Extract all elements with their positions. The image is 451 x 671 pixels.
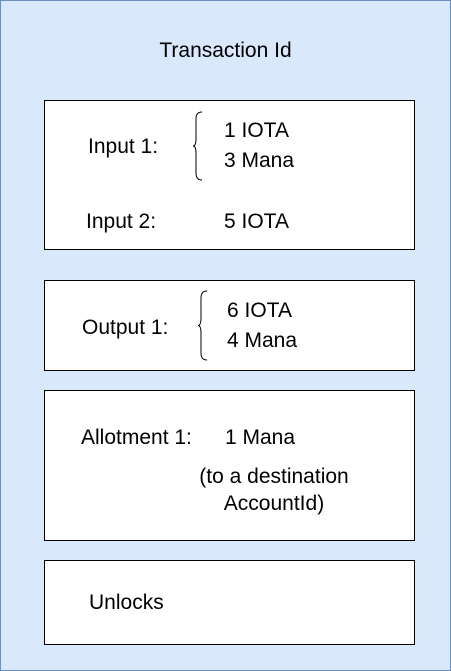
input-1-label: Input 1: — [88, 135, 159, 158]
allotments-box — [44, 390, 415, 541]
unlocks-box — [44, 560, 415, 645]
output-1-label: Output 1: — [82, 316, 169, 339]
input-1-value-iota: 1 IOTA — [224, 119, 289, 142]
output-1-value-iota: 6 IOTA — [227, 299, 292, 322]
allotment-1-note-line-2: AccountId) — [223, 492, 325, 515]
input-2-value: 5 IOTA — [224, 210, 289, 233]
allotment-1-label: Allotment 1: — [81, 426, 192, 449]
transaction-id-title: Transaction Id — [159, 39, 292, 62]
output-1-value-mana: 4 Mana — [227, 329, 298, 352]
inputs-box — [44, 100, 415, 250]
unlocks-label: Unlocks — [89, 591, 164, 614]
allotment-1-note-line-1: (to a destination — [199, 465, 349, 488]
allotment-1-value: 1 Mana — [225, 426, 296, 449]
output-1-brace — [197, 290, 209, 361]
input-1-brace — [192, 111, 204, 181]
outputs-box — [44, 280, 415, 371]
input-2-label: Input 2: — [86, 210, 157, 233]
input-1-value-mana: 3 Mana — [224, 149, 295, 172]
